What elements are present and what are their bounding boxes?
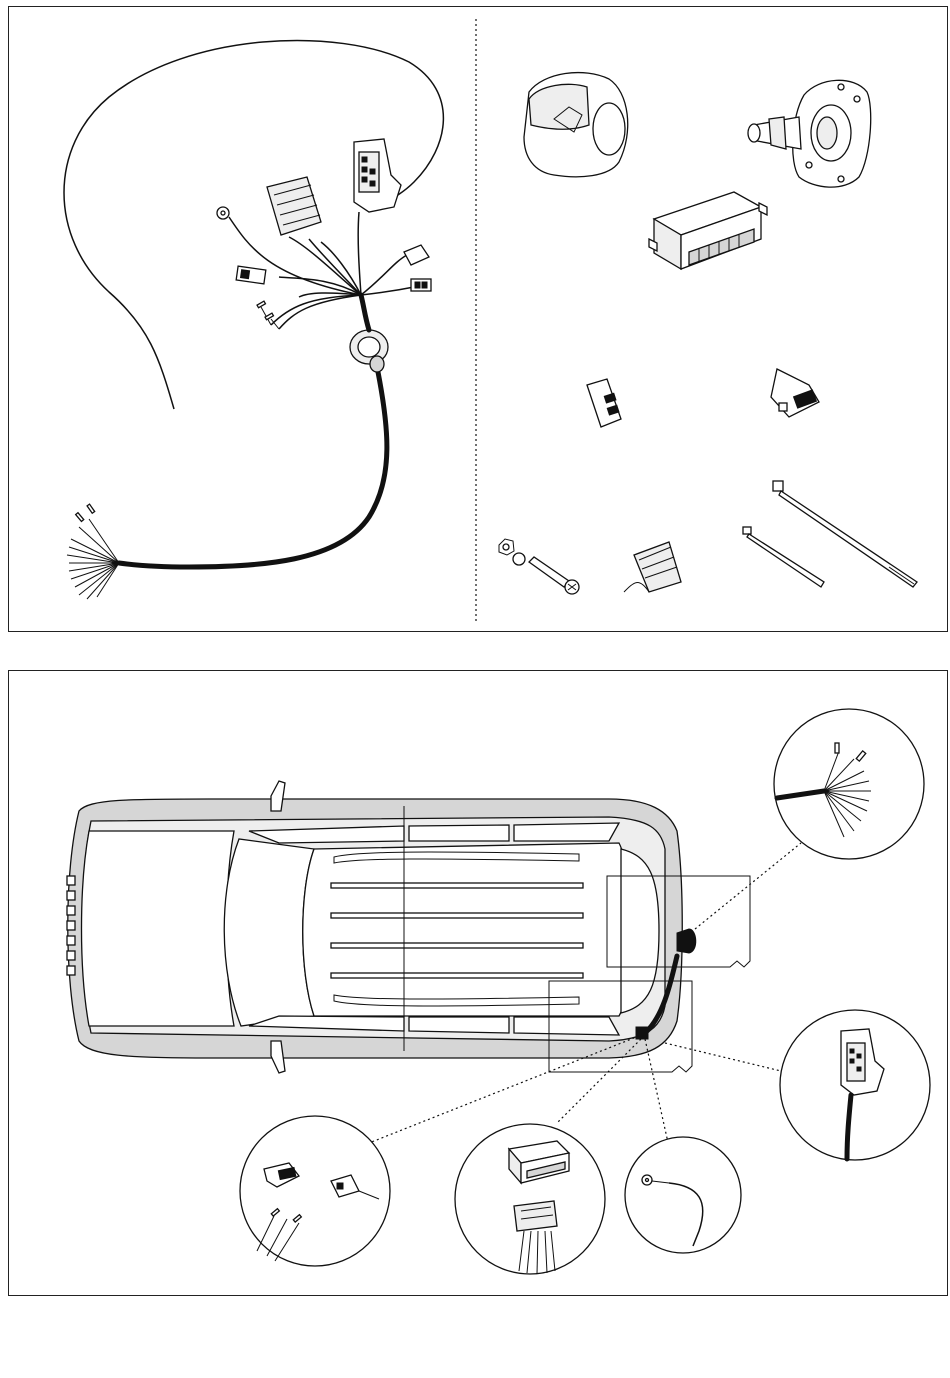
- module-location-icon: [636, 1027, 648, 1039]
- detail-lamp-connectors: [240, 1116, 390, 1266]
- wire-terminals-icon: [257, 301, 279, 329]
- grille-icon: [67, 876, 75, 975]
- detail-ground-lug: [625, 1137, 741, 1253]
- detail-socket-connector: [780, 1010, 930, 1160]
- multipin-connector-icon: [267, 177, 321, 235]
- cable-tie-large-icon: [773, 481, 917, 587]
- wiring-harness-illustration: [64, 40, 443, 599]
- ring-terminal-icon: [217, 207, 229, 219]
- socket-housing-icon: [524, 73, 628, 177]
- bolt-icon: [499, 539, 579, 594]
- kit-contents-drawing: [9, 7, 949, 633]
- small-connector-icon: [587, 379, 621, 427]
- adhesive-pads-icon: [624, 542, 681, 592]
- grommet-icon: [350, 330, 388, 372]
- small-plug-icon: [236, 266, 266, 284]
- cable-tie-small-icon: [743, 527, 824, 587]
- mounting-plate-icon: [748, 80, 871, 187]
- socket-connector-icon: [354, 139, 401, 212]
- vehicle-top-view: [67, 781, 682, 1073]
- tow-socket-icon: [677, 929, 696, 953]
- installation-drawing: [9, 671, 949, 1297]
- bypass-connector-icon: [771, 369, 819, 417]
- installation-panel: [8, 670, 948, 1296]
- bullet-connector-icon: [404, 245, 431, 291]
- cut-wire-bundle-icon: [67, 504, 119, 599]
- control-module-icon: [649, 192, 767, 269]
- detail-module-connector: [455, 1124, 605, 1274]
- detail-wire-ends: [774, 709, 924, 859]
- kit-contents-panel: [8, 6, 948, 632]
